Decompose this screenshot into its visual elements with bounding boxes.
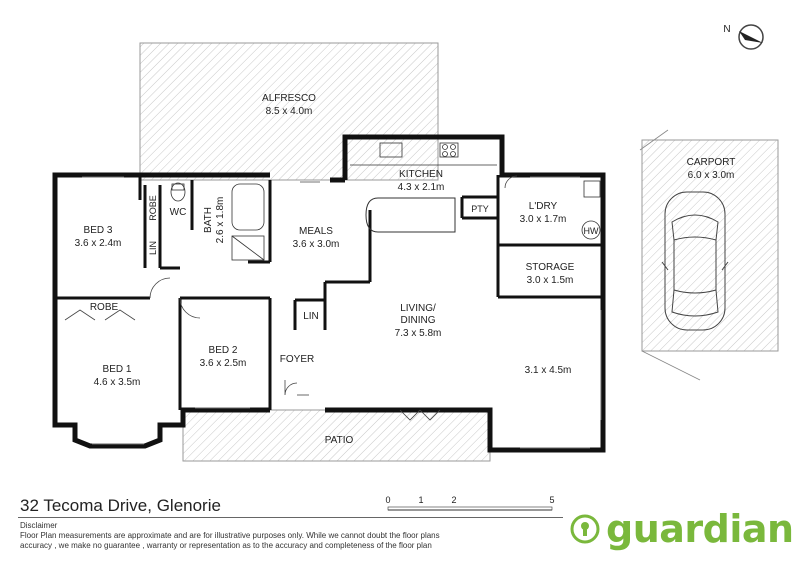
disclaimer-line-1: Floor Plan measurements are approximate … (20, 531, 440, 540)
living-label-2: DINING (401, 315, 436, 326)
brand-logo: guardian (570, 506, 794, 552)
meals-dims: 3.6 x 3.0m (293, 239, 340, 250)
windows (82, 176, 602, 449)
footer-divider (18, 517, 563, 518)
brand-name: guardian (606, 507, 794, 551)
car-icon (661, 191, 729, 331)
bed2-dims: 3.6 x 2.5m (200, 358, 247, 369)
compass-label: N (723, 24, 730, 35)
carport-dims: 6.0 x 3.0m (688, 170, 735, 181)
alfresco-dims: 8.5 x 4.0m (266, 106, 313, 117)
storage-dims: 3.0 x 1.5m (527, 275, 574, 286)
bed1-dims: 4.6 x 3.5m (94, 377, 141, 388)
alfresco-label: ALFRESCO (262, 93, 316, 104)
exterior-walls (52, 134, 606, 453)
kitchen-island (365, 197, 456, 233)
patio-area (182, 409, 491, 462)
bath-label: BATH (203, 207, 214, 233)
pantry-label: PTY (471, 204, 489, 214)
laundry-fixtures (581, 180, 601, 240)
carport-area (641, 139, 779, 352)
scale-tick-2: 2 (451, 495, 456, 505)
foyer-label: FOYER (280, 354, 314, 365)
laundry-dims: 3.0 x 1.7m (520, 214, 567, 225)
wc-label: WC (170, 207, 187, 218)
keyhole-icon (570, 514, 600, 544)
patio-label: PATIO (325, 435, 354, 446)
laundry-label: L'DRY (529, 201, 558, 212)
property-address: 32 Tecoma Drive, Glenorie (20, 496, 221, 515)
scale-tick-5: 5 (549, 495, 554, 505)
storage-label: STORAGE (526, 262, 575, 273)
living-label-1: LIVING/ (400, 303, 436, 314)
robe-bed3-label: ROBE (148, 195, 158, 221)
lin-lower-label: LIN (303, 311, 319, 322)
kitchen-dims: 4.3 x 2.1m (398, 182, 445, 193)
lin-upper-label: LIN (148, 241, 158, 255)
disclaimer-line-2: accuracy , we make no guarantee , warran… (20, 541, 432, 550)
compass-icon: N (723, 24, 764, 50)
robe-bed1-label: ROBE (90, 302, 119, 313)
scale-tick-0: 0 (385, 495, 390, 505)
bath-dims: 2.6 x 1.8m (215, 197, 226, 244)
hw-label: HW (584, 226, 599, 236)
scale-bar: 0 1 2 5 (385, 495, 555, 511)
bed3-label: BED 3 (84, 225, 113, 236)
kitchen-fixtures (350, 142, 497, 166)
kitchen-label: KITCHEN (399, 169, 443, 180)
carport-label: CARPORT (687, 157, 736, 168)
disclaimer: Disclaimer Floor Plan measurements are a… (20, 521, 540, 551)
bath-fixtures (170, 182, 265, 261)
bed2-label: BED 2 (209, 345, 238, 356)
bed1-label: BED 1 (103, 364, 132, 375)
bed3-dims: 3.6 x 2.4m (75, 238, 122, 249)
interior-walls (55, 175, 603, 410)
doors (64, 175, 518, 421)
meals-label: MEALS (299, 226, 333, 237)
disclaimer-title: Disclaimer (20, 521, 58, 530)
living-dims: 7.3 x 5.8m (395, 328, 442, 339)
area-dims: 3.1 x 4.5m (525, 365, 572, 376)
scale-tick-1: 1 (418, 495, 423, 505)
